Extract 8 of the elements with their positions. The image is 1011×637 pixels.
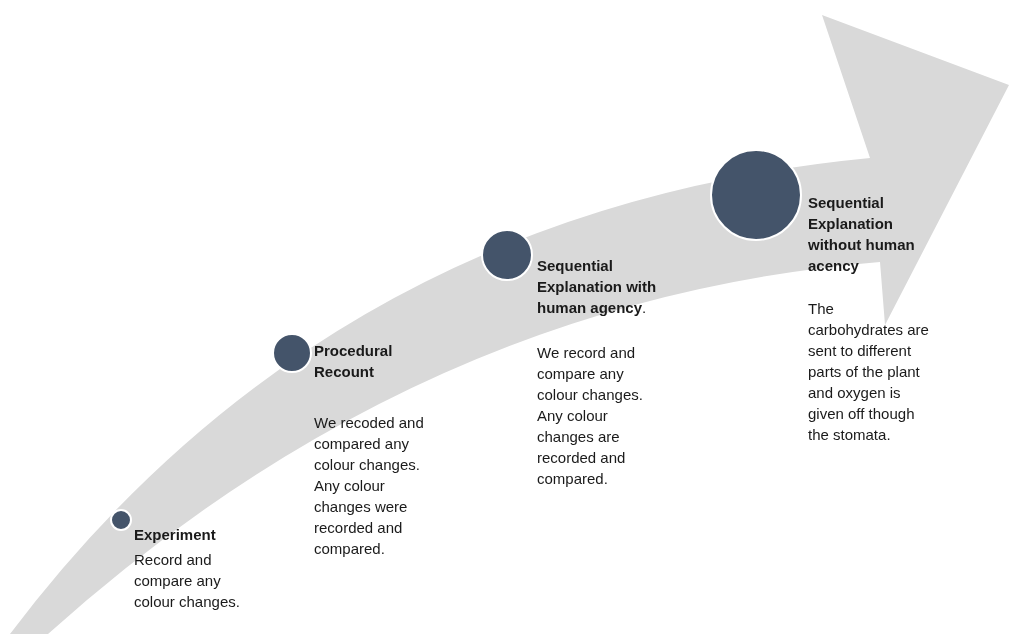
stage-description: The carbohydrates are sent to different parts of the plant and oxygen is given off though the stomata. — [808, 299, 930, 445]
stage-description: We recoded and compared any colour changes. Any colour changes were recorded and compared. — [314, 413, 425, 559]
stage-description: We record and compare any colour changes. Any colour changes are recorded and compared. — [537, 343, 644, 489]
stage-heading: Sequential Explanation without human acency — [808, 193, 916, 276]
stage-heading: Procedural Recount — [314, 341, 394, 382]
stage-heading: Sequential Explanation with human agency. — [537, 256, 658, 318]
stage-heading: Experiment — [134, 525, 217, 545]
stage-description: Record and compare any colour changes. — [134, 550, 241, 612]
